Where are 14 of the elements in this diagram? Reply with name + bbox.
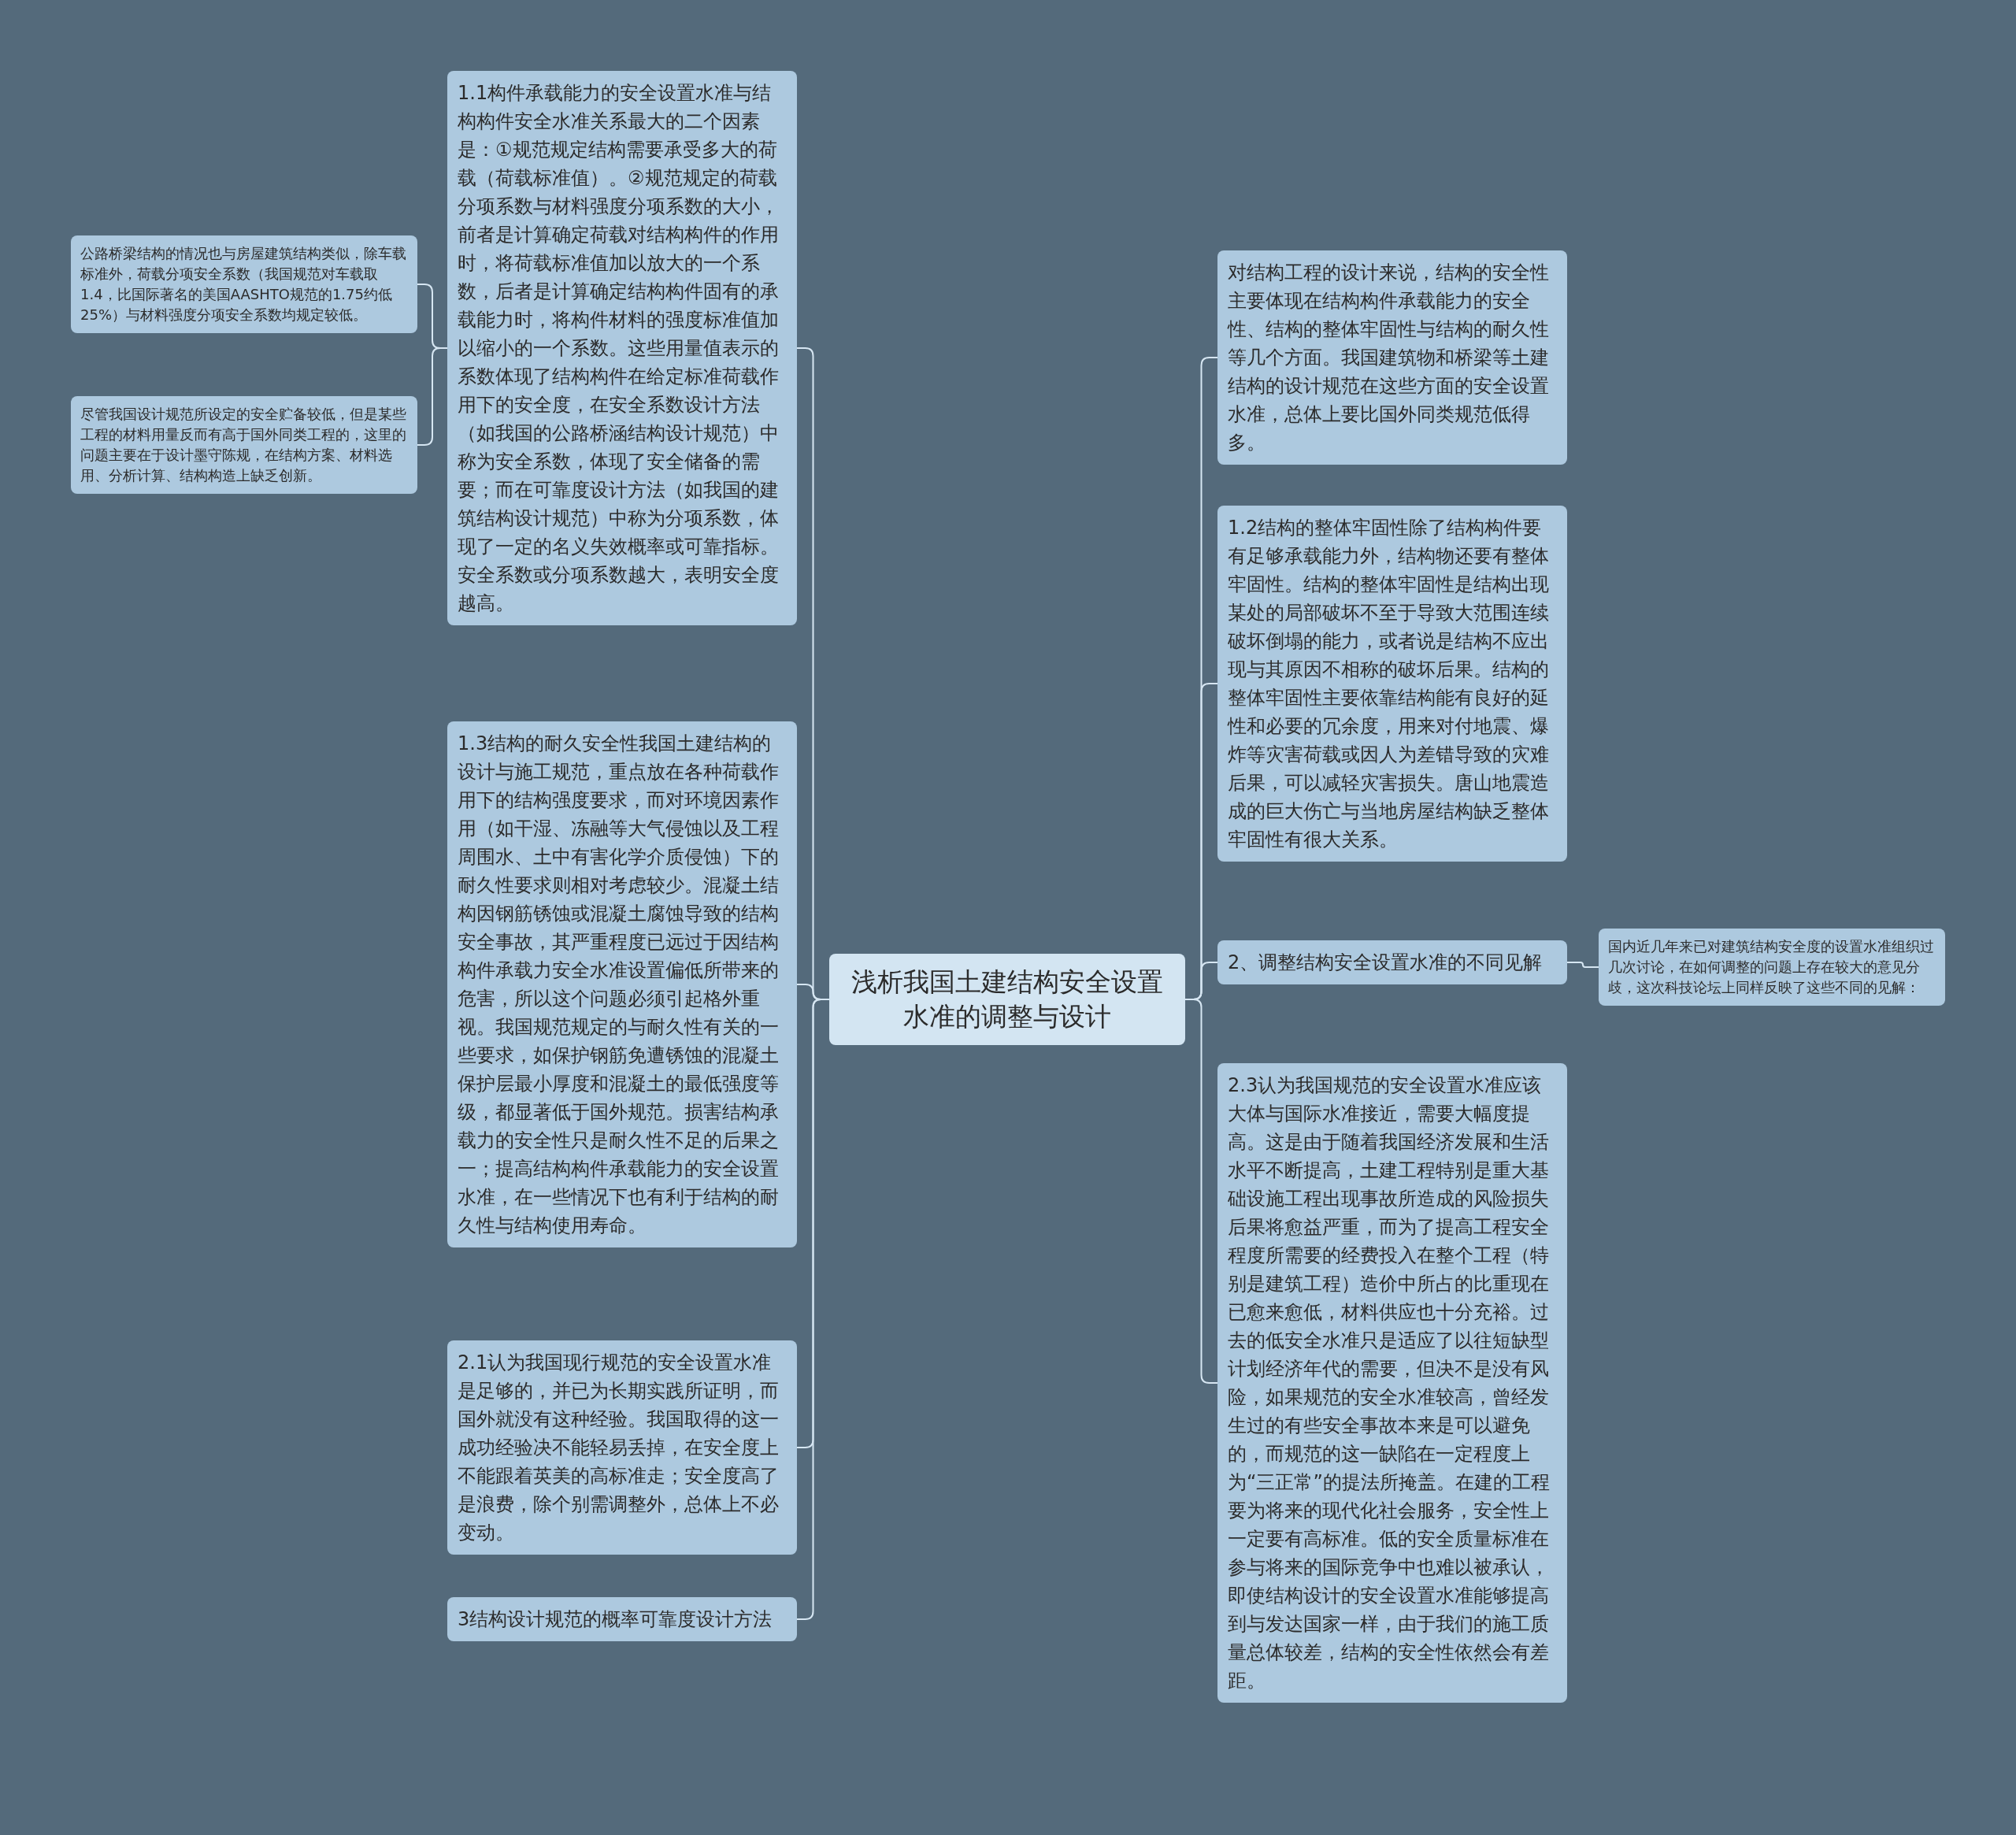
topic-box: 1.3结构的耐久安全性我国土建结构的设计与施工规范，重点放在各种荷载作用下的结构强度要求，而对环境因素作用（如干湿、冻融等大气侵蚀以及工程周围水、土中有害化学介质侵蚀）下的耐久性要求则相对考虑较少。混凝土结构因钢筋锈蚀或混凝土腐蚀导致的结构安全事故，其严重程度已远过于因结构构件承载力安全水准设置偏低所带来的危害，所以这个问题必须引起格外重视。我国规范规定的与耐久性有关的一些要求，如保护钢筋免遭锈蚀的混凝土保护层最小厚度和混凝土的最低强度等级，都显著低于国外规范。损害结构承载力的安全性只是耐久性不足的后果之一；提高结构构件承载能力的安全设置水准，在一些情况下也有利于结构的耐久性与结构使用寿命。: [447, 721, 797, 1247]
topic-box: 1.2结构的整体牢固性除了结构构件要有足够承载能力外，结构物还要有整体牢固性。结构的整体牢固性是结构出现某处的局部破坏不至于导致大范围连续破坏倒塌的能力，或者说是结构不应出现与其原因不相称的破坏后果。结构的整体牢固性主要依靠结构能有良好的延性和必要的冗余度，用来对付地震、爆炸等灾害荷载或因人为差错导致的灾难后果，可以减轻灾害损失。唐山地震造成的巨大伤亡与当地房屋结构缺乏整体牢固性有很大关系。: [1217, 506, 1567, 862]
topic-box: 2.3认为我国规范的安全设置水准应该大体与国际水准接近，需要大幅度提高。这是由于随着我国经济发展和生活水平不断提高，土建工程特别是重大基础设施工程出现事故所造成的风险损失后果将愈益严重，而为了提高工程安全程度所需要的经费投入在整个工程（特别是建筑工程）造价中所占的比重现在已愈来愈低，材料供应也十分充裕。过去的低安全水准只是适应了以往短缺型计划经济年代的需要，但决不是没有风险，如果规范的安全水准较高，曾经发生过的有些安全事故本来是可以避免的，而规范的这一缺陷在一定程度上为“三正常”的提法所掩盖。在建的工程要为将来的现代化社会服务，安全性上一定要有高标准。低的安全质量标准在参与将来的国际竞争中也难以被承认，即使结构设计的安全设置水准能够提高到与发达国家一样，由于我们的施工质量总体较差，结构的安全性依然会有差距。: [1217, 1063, 1567, 1703]
central-topic-box: 浅析我国土建结构安全设置水准的调整与设计: [829, 954, 1185, 1045]
topic-box: 尽管我国设计规范所设定的安全贮备较低，但是某些工程的材料用量反而有高于国外同类工程的，这里的问题主要在于设计墨守陈规，在结构方案、材料选用、分析计算、结构构造上缺乏创新。: [71, 396, 417, 494]
topic-box: 国内近几年来已对建筑结构安全度的设置水准组织过几次讨论，在如何调整的问题上存在较大的意见分歧，这次科技论坛上同样反映了这些不同的见解：: [1599, 929, 1945, 1006]
connector-line: [417, 347, 448, 446]
topic-box: 1.1构件承载能力的安全设置水准与结构构件安全水准关系最大的二个因素是：①规范规定结构需要承受多大的荷载（荷载标准值）。②规范规定的荷载分项系数与材料强度分项系数的大小，前者是计算确定荷载对结构构件的作用时，将荷载标准值加以放大的一个系数，后者是计算确定结构构件固有的承载能力时，将构件材料的强度标准值加以缩小的一个系数。这些用量值表示的系数体现了结构构件在给定标准荷载作用下的安全度，在安全系数设计方法（如我国的公路桥涵结构设计规范）中称为安全系数，体现了安全储备的需要；而在可靠度设计方法（如我国的建筑结构设计规范）中称为分项系数，体现了一定的名义失效概率或可靠指标。安全系数或分项系数越大，表明安全度越高。: [447, 71, 797, 625]
topic-box: 2.1认为我国现行规范的安全设置水准是足够的，并已为长期实践所证明，而国外就没有这种经验。我国取得的这一成功经验决不能轻易丢掉，在安全度上不能跟着英美的高标准走；安全度高了是浪费，除个别需调整外，总体上不必变动。: [447, 1340, 797, 1555]
topic-box: 公路桥梁结构的情况也与房屋建筑结构类似，除车载标准外，荷载分项安全系数（我国规范对车载取1.4，比国际著名的美国AASHTO规范的1.75约低25%）与材料强度分项安全系数均规定较低。: [71, 235, 417, 333]
topic-box: 对结构工程的设计来说，结构的安全性主要体现在结构构件承载能力的安全性、结构的整体牢固性与结构的耐久性等几个方面。我国建筑物和桥梁等土建结构的设计规范在这些方面的安全设置水准，总体上要比国外同类规范低得多。: [1217, 250, 1567, 465]
connector-line: [1566, 962, 1599, 968]
topic-box: 2、调整结构安全设置水准的不同见解: [1217, 940, 1567, 984]
topic-box: 3结构设计规范的概率可靠度设计方法: [447, 1597, 797, 1641]
